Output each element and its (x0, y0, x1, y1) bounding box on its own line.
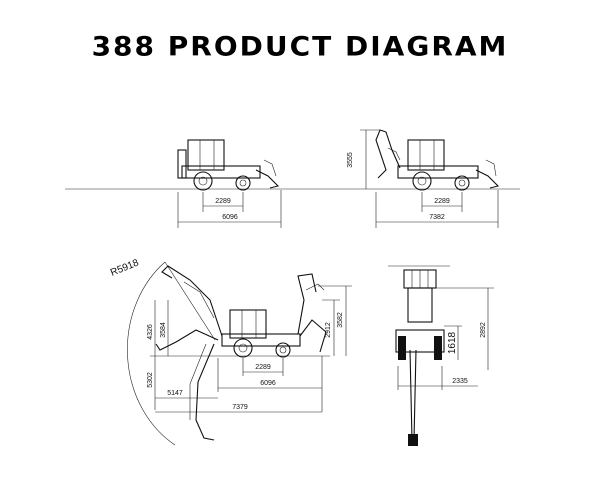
backhoe-arm-b (375, 129, 401, 179)
front-loader-lowered (299, 319, 327, 353)
rear-arm-a (177, 149, 187, 179)
dim-c-5147: 5147 (167, 390, 183, 397)
cab-body-d (407, 287, 433, 323)
dim-d-2335: 2335 (452, 378, 468, 385)
view-d-rear: 1618 2892 2335 (388, 265, 494, 446)
dim-c-3584: 3584 (160, 322, 167, 338)
bucket-d (408, 434, 418, 446)
backhoe-machine-d (395, 269, 445, 446)
backhoe-arm-deep (195, 343, 215, 441)
dim-d-1618: 1618 (447, 331, 458, 354)
dim-c-2912: 2912 (325, 322, 332, 338)
dim-c-radius: R5918 (109, 257, 141, 278)
cab-c (229, 309, 267, 339)
front-loader-b (475, 169, 500, 189)
cab-b (407, 139, 445, 171)
dig-radius-arc (127, 261, 176, 446)
dim-c-3582: 3582 (337, 312, 344, 328)
view-c-working-range: R5918 4326 3584 (109, 257, 352, 446)
chassis-b (397, 165, 479, 179)
cab-a (187, 139, 225, 171)
chassis-d (395, 329, 445, 353)
dim-c-wheelbase: 2289 (255, 364, 271, 371)
backhoe-machine-b (375, 129, 500, 191)
page-title: 388 PRODUCT DIAGRAM (91, 30, 509, 63)
view-a-side-transport: 2289 6096 (65, 139, 300, 228)
rear-wheel-b (412, 171, 432, 191)
backhoe-machine-a (177, 139, 280, 191)
dim-d-2892: 2892 (480, 322, 487, 338)
rear-wheel-c (233, 338, 253, 358)
view-b-side-raised: 3555 2289 7382 (300, 129, 520, 228)
front-wheel-b (454, 175, 470, 191)
dim-c-5302: 5302 (147, 372, 154, 388)
left-wheel-d (398, 336, 406, 360)
front-wheel-a (235, 175, 251, 191)
backhoe-arm-raised (161, 265, 223, 337)
dim-a-length: 6096 (222, 214, 238, 221)
dim-a-wheelbase: 2289 (215, 198, 231, 205)
dim-c-4326: 4326 (147, 324, 154, 340)
dim-b-wheelbase: 2289 (434, 198, 450, 205)
backhoe-machine-c (155, 265, 327, 441)
front-wheel-c (275, 342, 291, 358)
rear-wheel-a (193, 171, 213, 191)
arm-d (409, 349, 413, 441)
dim-c-6096: 6096 (260, 380, 276, 387)
dim-c-7379: 7379 (232, 404, 248, 411)
backhoe-arm-extended (155, 329, 219, 351)
dim-b-height: 3555 (347, 152, 354, 168)
front-loader-raised (297, 273, 317, 335)
chassis-c (221, 333, 301, 347)
dim-b-length: 7382 (429, 214, 445, 221)
front-loader-a (255, 169, 280, 189)
right-wheel-d (434, 336, 442, 360)
chassis-a (181, 165, 261, 179)
